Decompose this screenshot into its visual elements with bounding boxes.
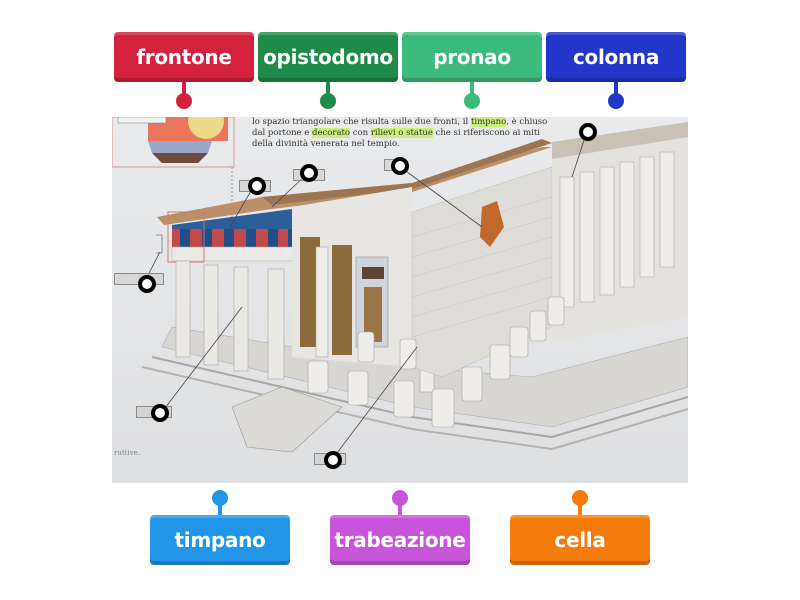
highlighted-word: timpano (470, 117, 507, 127)
text-line: con (350, 128, 371, 138)
drop-target-1[interactable] (248, 177, 266, 195)
connector-stem (218, 502, 222, 516)
connector-stem (470, 82, 474, 94)
connector-dot (320, 93, 336, 109)
drop-target-7[interactable] (324, 451, 342, 469)
connector-stem (578, 502, 582, 516)
highlighted-word: rilievi o statue (370, 128, 433, 138)
connector-dot (464, 93, 480, 109)
text-line: dal portone e (252, 128, 313, 138)
connector-dot (212, 490, 228, 506)
label-pronao[interactable]: pronao (402, 32, 542, 82)
drop-target-4[interactable] (579, 123, 597, 141)
textbook-paragraph: lo spazio triangolare che risulta sulle … (252, 117, 547, 150)
label-frontone[interactable]: frontone (114, 32, 254, 82)
connector-dot (392, 490, 408, 506)
connector-stem (326, 82, 330, 94)
connector-dot (572, 490, 588, 506)
label-timpano[interactable]: timpano (150, 515, 290, 565)
text-line: della divinità venerata nel tempio. (252, 139, 400, 149)
connector-dot (176, 93, 192, 109)
label-cella[interactable]: cella (510, 515, 650, 565)
text-line: che si riferiscono ai miti (432, 128, 541, 138)
drop-target-3[interactable] (391, 157, 409, 175)
drop-target-5[interactable] (138, 275, 156, 293)
text-line: lo spazio triangolare che risulta sulle … (252, 117, 471, 127)
connector-dot (608, 93, 624, 109)
label-colonna[interactable]: colonna (546, 32, 686, 82)
connector-stem (182, 82, 186, 94)
drop-target-6[interactable] (151, 404, 169, 422)
label-opistodomo[interactable]: opistodomo (258, 32, 398, 82)
connector-stem (398, 502, 402, 516)
connector-stem (614, 82, 618, 94)
text-line: , è chiuso (506, 117, 548, 127)
label-trabeazione[interactable]: trabeazione (330, 515, 470, 565)
temple-drawing (112, 117, 688, 458)
drop-target-2[interactable] (300, 164, 318, 182)
highlighted-word: decorato (312, 128, 351, 138)
side-note: ruttive. (114, 449, 141, 457)
